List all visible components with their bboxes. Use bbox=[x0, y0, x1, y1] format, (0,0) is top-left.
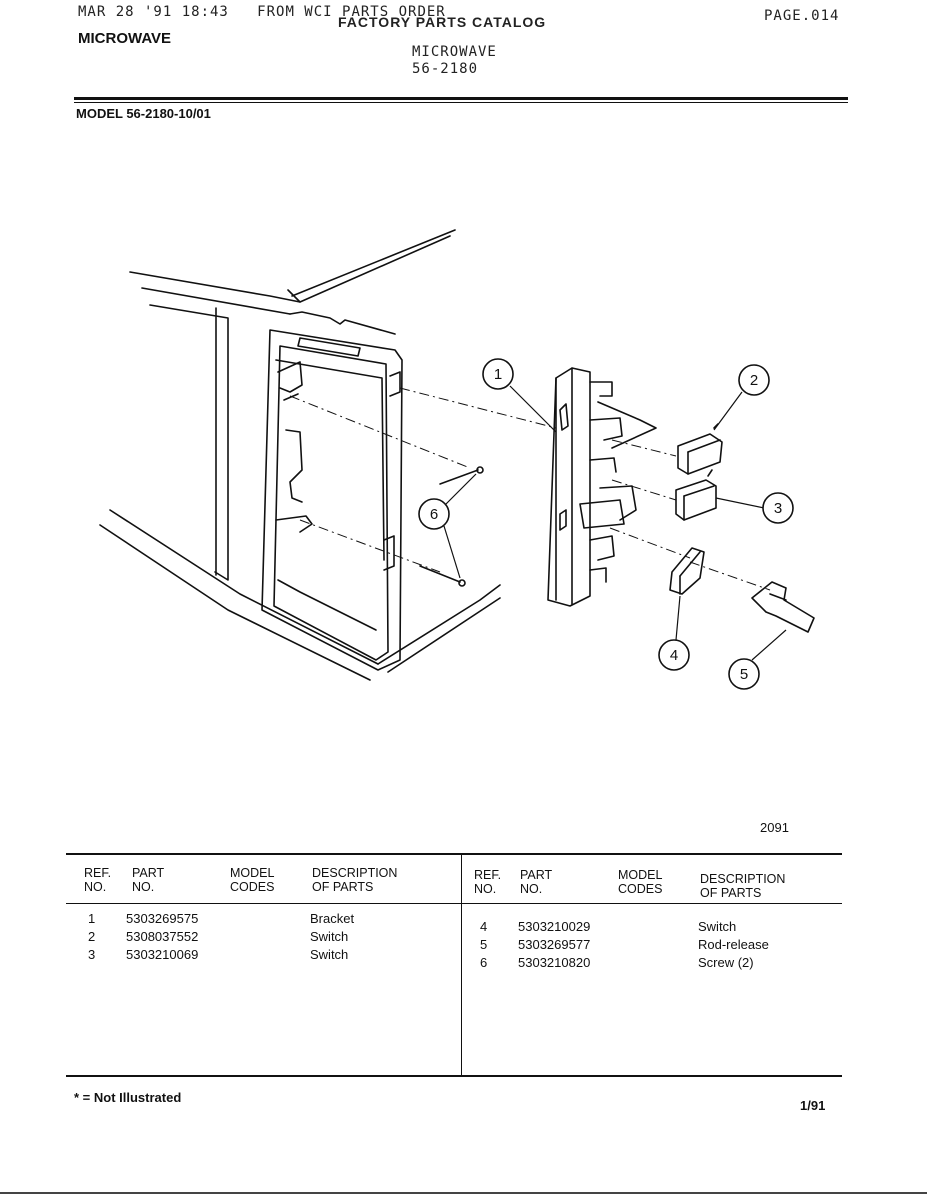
callout-circle-1 bbox=[482, 358, 514, 390]
table-bottom-rule bbox=[66, 1075, 842, 1077]
callout-number-1: 1 bbox=[494, 366, 502, 383]
catalog-date-code: 1/91 bbox=[800, 1098, 826, 1113]
fax-timestamp: MAR 28 '91 18:43 bbox=[78, 4, 229, 20]
ref-number: 6 bbox=[480, 955, 488, 970]
header-rule-thin bbox=[74, 102, 848, 103]
ref-number: 4 bbox=[480, 919, 488, 934]
callout-circle-6 bbox=[418, 498, 450, 530]
cavity-front-frame bbox=[261, 329, 403, 671]
left-header-part: PART NO. bbox=[132, 866, 165, 894]
part-description: Rod-release bbox=[698, 937, 769, 952]
title-line-2: 56-2180 bbox=[412, 61, 479, 77]
callout-circle-5 bbox=[728, 658, 760, 690]
rod-release-part bbox=[751, 581, 815, 633]
callout-number-4: 4 bbox=[670, 647, 678, 664]
table-top-rule bbox=[66, 853, 842, 855]
exploded-parts-diagram: 1 2 3 4 5 6 bbox=[99, 229, 815, 690]
part-description: Switch bbox=[698, 919, 737, 934]
part-description: Switch bbox=[310, 947, 349, 962]
ref-number: 2 bbox=[88, 929, 96, 944]
model-number: MODEL 56-2180-10/01 bbox=[76, 106, 211, 121]
callout-leader-1 bbox=[509, 385, 557, 433]
callout-circle-4 bbox=[658, 639, 690, 671]
title-line-1: MICROWAVE bbox=[412, 44, 497, 60]
callout-circle-2 bbox=[738, 364, 770, 396]
page-title: MICROWAVE 56-2180 bbox=[412, 44, 497, 78]
header-rule-thick bbox=[74, 97, 848, 100]
part-description: Switch bbox=[310, 929, 349, 944]
ref-number: 5 bbox=[480, 937, 488, 952]
callout-leader-5 bbox=[751, 629, 787, 661]
callout-leader-6b bbox=[443, 525, 461, 579]
catalog-title: FACTORY PARTS CATALOG bbox=[338, 14, 547, 30]
cabinet-wrapper bbox=[99, 229, 501, 681]
part-number: 5303210069 bbox=[126, 947, 199, 962]
callout-number-6: 6 bbox=[430, 506, 438, 523]
callout-circle-3 bbox=[762, 492, 794, 524]
switch-part-4 bbox=[669, 547, 705, 595]
right-header-ref: REF. NO. bbox=[474, 868, 502, 896]
callout-number-5: 5 bbox=[740, 666, 748, 683]
callout-number-3: 3 bbox=[774, 500, 782, 517]
section-title: MICROWAVE bbox=[78, 30, 172, 47]
drawing-number: 2091 bbox=[760, 820, 789, 835]
fax-transmission-line: MAR 28 '91 18:43 FROM WCI PARTS ORDER bbox=[78, 4, 446, 20]
right-header-description: DESCRIPTION OF PARTS bbox=[700, 872, 786, 900]
scan-bottom-edge bbox=[0, 1192, 927, 1194]
right-header-part: PART NO. bbox=[520, 868, 553, 896]
callout-leader-3 bbox=[715, 497, 765, 509]
switch-part-3 bbox=[675, 469, 717, 521]
part-number: 5303210029 bbox=[518, 919, 591, 934]
part-number: 5303269575 bbox=[126, 911, 199, 926]
left-header-ref: REF. NO. bbox=[84, 866, 112, 894]
switch-part-2 bbox=[677, 423, 723, 475]
bracket-part bbox=[547, 367, 657, 607]
screw-parts bbox=[419, 466, 484, 587]
fax-page-number: PAGE.014 bbox=[764, 8, 840, 24]
part-number: 5303210820 bbox=[518, 955, 591, 970]
not-illustrated-footnote: * = Not Illustrated bbox=[74, 1090, 182, 1105]
part-number: 5308037552 bbox=[126, 929, 199, 944]
ref-number: 1 bbox=[88, 911, 96, 926]
ref-number: 3 bbox=[88, 947, 96, 962]
callout-leader-4 bbox=[675, 595, 681, 641]
fax-sender: FROM WCI PARTS ORDER bbox=[257, 4, 446, 20]
part-number: 5303269577 bbox=[518, 937, 591, 952]
part-description: Screw (2) bbox=[698, 955, 754, 970]
table-divider bbox=[461, 855, 462, 1077]
table-header-rule bbox=[66, 903, 842, 904]
callout-leader-6a bbox=[443, 473, 477, 507]
right-header-model-codes: MODEL CODES bbox=[618, 868, 663, 896]
left-header-description: DESCRIPTION OF PARTS bbox=[312, 866, 398, 894]
callout-leader-2 bbox=[713, 391, 743, 431]
left-header-model-codes: MODEL CODES bbox=[230, 866, 275, 894]
callout-number-2: 2 bbox=[750, 372, 758, 389]
part-description: Bracket bbox=[310, 911, 355, 926]
